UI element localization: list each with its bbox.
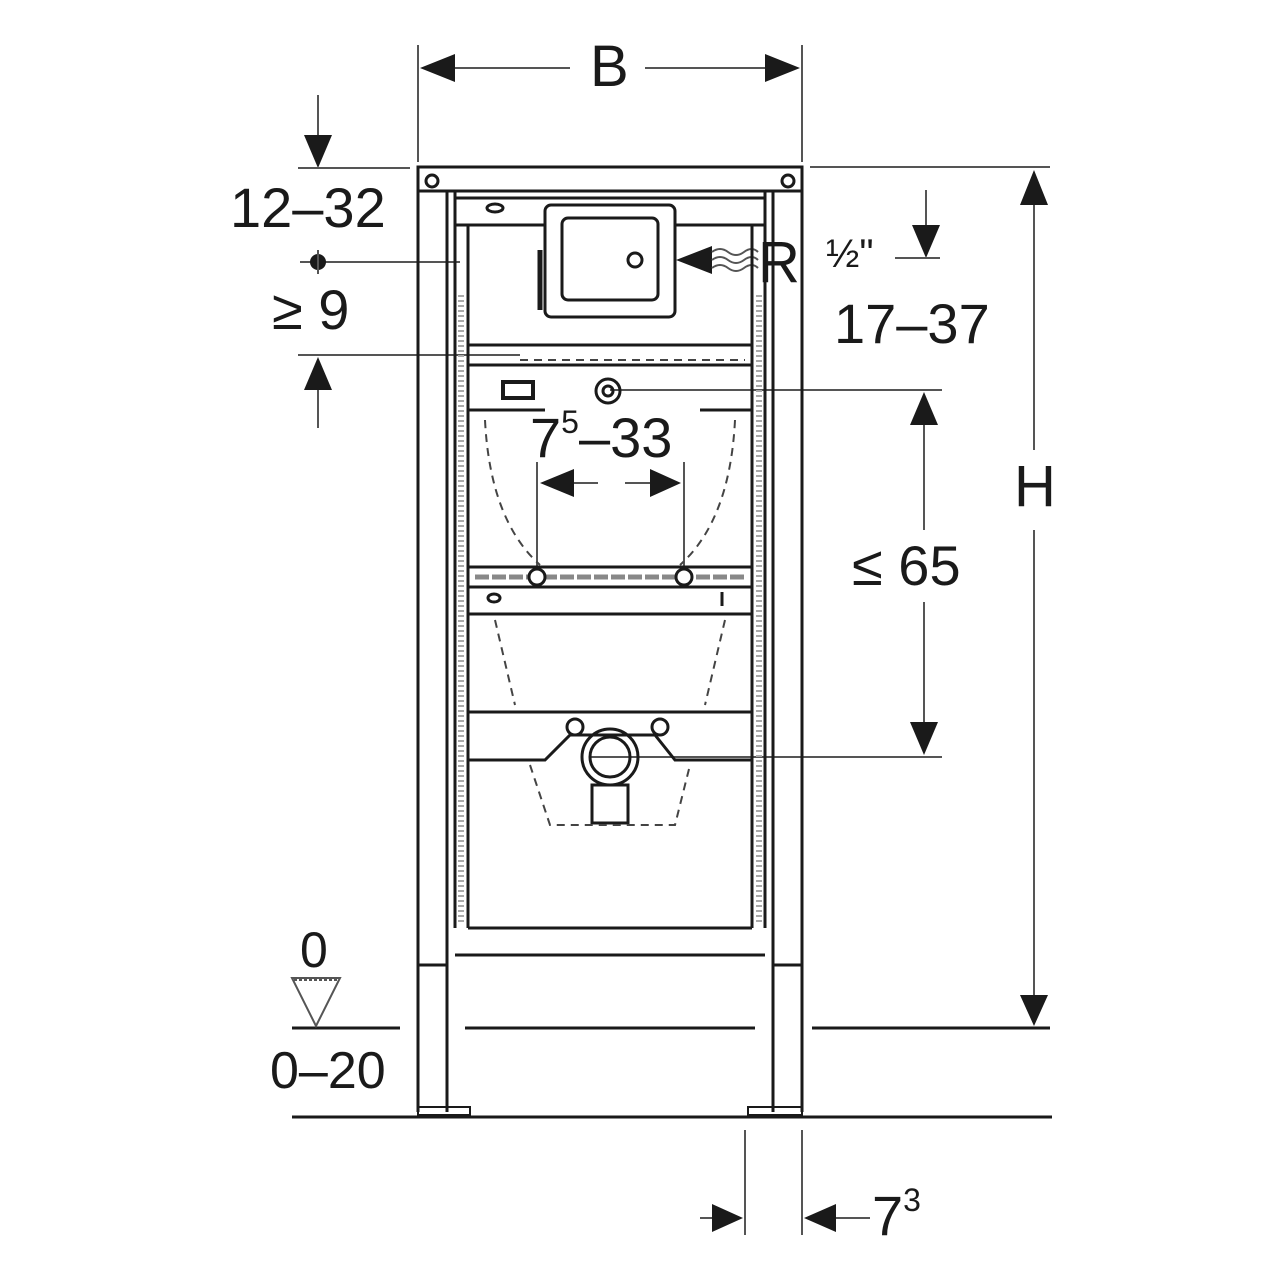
floor-level-icon xyxy=(290,977,342,1029)
bolt-spacing-rest: –33 xyxy=(578,406,673,469)
dimension-foot-width xyxy=(700,1130,870,1235)
label-height-h: H xyxy=(1014,454,1056,519)
bolt-spacing-sup: 5 xyxy=(561,404,579,440)
label-min-gap: ≥ 9 xyxy=(272,278,350,341)
foot-width-sup: 3 xyxy=(903,1182,921,1218)
label-max-drop: ≤ 65 xyxy=(852,534,961,597)
label-floor-level: 0 xyxy=(300,922,328,978)
label-thread-size: ½" xyxy=(826,232,874,276)
frame xyxy=(416,165,804,1116)
floor-lines xyxy=(292,1026,1052,1119)
dimension-supply xyxy=(676,190,940,274)
urinal-outline xyxy=(484,359,745,826)
label-width-b: B xyxy=(590,34,629,99)
dimension-top-offset xyxy=(298,95,520,428)
label-top-offset: 12–32 xyxy=(230,176,386,239)
bolt-spacing-base: 7 xyxy=(530,406,562,469)
label-supply-range: 17–37 xyxy=(834,292,990,355)
label-foot-width: 73 xyxy=(872,1184,921,1244)
label-thread-r: R xyxy=(758,230,800,295)
dimension-b xyxy=(417,45,803,162)
dimension-max-drop xyxy=(590,389,942,758)
upright-hatching xyxy=(458,295,762,925)
label-bolt-spacing: 75–33 xyxy=(530,406,672,466)
dimension-bolt-spacing xyxy=(536,462,685,575)
dimension-h xyxy=(810,166,1050,1026)
foot-width-base: 7 xyxy=(872,1184,904,1247)
label-floor-range: 0–20 xyxy=(270,1042,386,1100)
